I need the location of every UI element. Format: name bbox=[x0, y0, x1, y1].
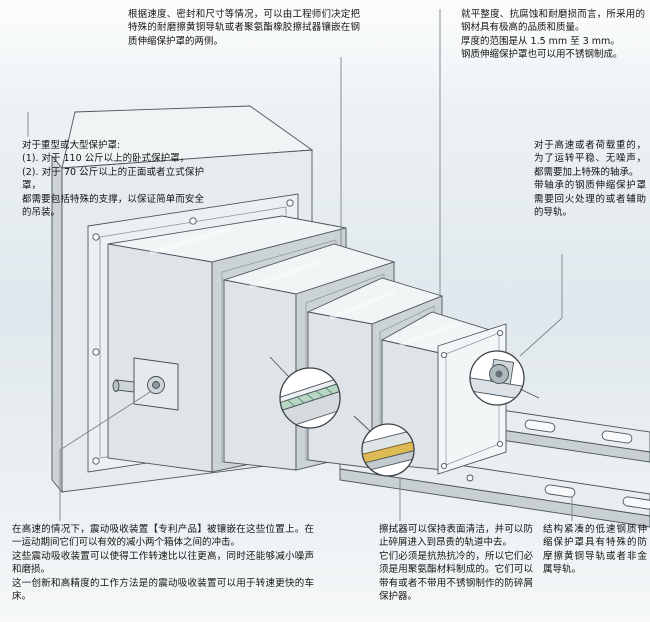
leader-right-note bbox=[519, 254, 563, 357]
shock-absorber bbox=[112, 357, 179, 411]
callout-bearing-detail bbox=[469, 350, 540, 406]
annotation-top-left: 根据速度、密封和尺寸等情况，可以由工程师们决定把特殊的耐磨擦黄铜导轨或者聚氨酯橡… bbox=[128, 9, 360, 47]
leader-bottom-left-note bbox=[59, 391, 151, 521]
rail-slot bbox=[524, 419, 633, 444]
annotation-bottom-middle: 擦拭器可以保持表面清洁，并可以防止碎屑进入到昂贵的轨道中去。 它们必须是抗热抗冷… bbox=[379, 524, 533, 603]
callout-brass-strip-detail bbox=[353, 415, 415, 477]
annotation-right: 对于高速或者荷载重的，为了运转平稳、无噪声，都需要加上特殊的轴承。 带轴承的钢质… bbox=[534, 140, 646, 219]
annotation-left: 对于重型或大型保护罩: (1). 对于 110 公斤以上的卧式保护罩， (2).… bbox=[22, 140, 204, 219]
annotation-bottom-left: 在高速的情况下，震动吸收装置【专利产品】被镶嵌在这些位置上。在一运动期间它们可以… bbox=[12, 524, 314, 603]
end-plate-bolt-holes bbox=[440, 329, 504, 470]
leader-lines bbox=[27, 9, 573, 521]
annotation-bottom-right: 结构紧凑的低速钢质伸缩保护罩具有特殊的防摩擦黄铜导轨或者非金属导轨。 bbox=[543, 524, 647, 576]
rail-slot bbox=[544, 484, 650, 510]
annotation-top-right: 就平整度、抗腐蚀和耐磨损而言，所采用的钢材具有极高的品质和质量。 厚度的范围是从… bbox=[461, 9, 645, 61]
